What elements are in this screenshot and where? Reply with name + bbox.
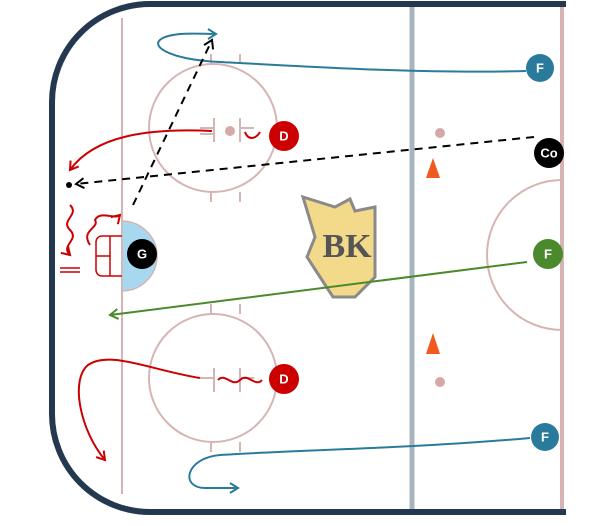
cone-icon <box>426 333 440 354</box>
goalie-shuffle-path-2 <box>86 213 122 246</box>
skate-path-defense-bottom <box>77 358 201 462</box>
net-icon <box>60 235 122 277</box>
player-defense-bottom: D <box>269 364 299 394</box>
player-label: D <box>279 129 288 144</box>
player-label: F <box>544 247 552 262</box>
player-forward-center: F <box>533 239 563 269</box>
player-coach: Co <box>534 138 564 168</box>
backskate-defense-bottom <box>217 376 263 384</box>
boards <box>49 1 566 515</box>
team-logo: BK <box>300 194 377 299</box>
player-defense-top: D <box>269 121 299 151</box>
player-label: G <box>137 247 147 262</box>
pass-line-coach <box>74 136 535 190</box>
player-forward-top: F <box>526 54 554 82</box>
player-label: D <box>279 372 288 387</box>
player-label: F <box>541 430 549 445</box>
backskate-defense-top <box>244 131 261 139</box>
player-goalie: G <box>127 239 157 269</box>
center-circle <box>486 179 563 331</box>
skate-path-forward-bottom <box>188 437 531 494</box>
goalie-shuffle-path <box>60 204 74 257</box>
skate-path-forward-top <box>157 28 527 73</box>
faceoff-dot <box>435 128 445 138</box>
skate-path-forward-center <box>108 261 528 320</box>
player-label: F <box>536 61 544 76</box>
player-forward-bottom: F <box>531 423 559 451</box>
faceoff-dot <box>225 126 235 136</box>
cone-icon <box>426 158 440 178</box>
pass-line-goalie <box>132 38 215 206</box>
faceoff-dot <box>435 377 445 387</box>
player-label: Co <box>540 146 557 161</box>
puck-icon <box>66 182 72 188</box>
logo-text: BK <box>322 228 372 265</box>
skate-path-defense-top <box>68 129 213 172</box>
hash-marks <box>200 54 254 452</box>
